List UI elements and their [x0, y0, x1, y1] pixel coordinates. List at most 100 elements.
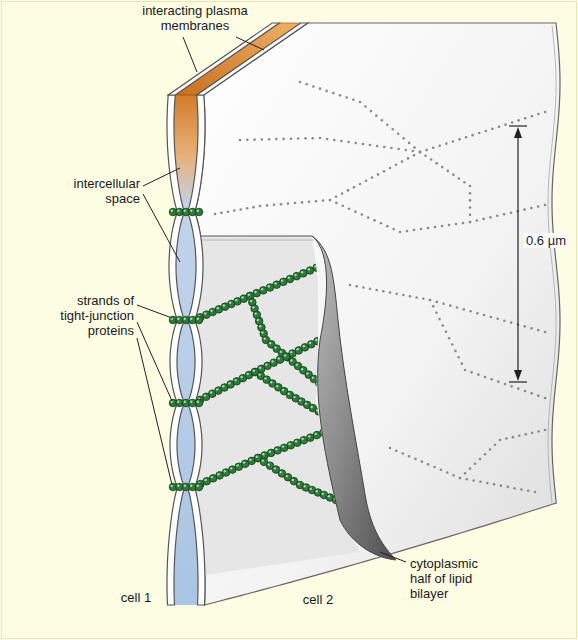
- impression-dot: [332, 92, 335, 95]
- bead-highlight: [288, 443, 290, 445]
- impression-dot: [420, 228, 423, 231]
- impression-dot: [524, 433, 527, 436]
- dimension-tick: [509, 125, 527, 126]
- impression-dot: [493, 483, 496, 486]
- bead-highlight: [299, 399, 301, 401]
- impression-dot: [429, 299, 432, 302]
- bead-highlight: [296, 364, 298, 366]
- tight-junction-strand: [190, 426, 334, 491]
- bead-highlight: [314, 265, 316, 267]
- impression-dot: [312, 85, 315, 88]
- impression-dot: [510, 321, 513, 324]
- impression-dot: [305, 83, 308, 86]
- bead-highlight: [211, 476, 213, 478]
- bead-highlight: [310, 406, 312, 408]
- bead-highlight: [282, 445, 284, 447]
- impression-dot: [544, 397, 547, 400]
- bead-highlight: [190, 485, 192, 487]
- impression-dot: [395, 449, 398, 452]
- bead-highlight: [230, 467, 232, 469]
- bead-highlight: [254, 291, 256, 293]
- impression-dot: [463, 181, 466, 184]
- impression-dot: [476, 312, 479, 315]
- impression-dot: [266, 204, 269, 207]
- impression-dot: [505, 437, 508, 440]
- impression-dot: [355, 285, 358, 288]
- part-label: cytoplasmic half of lipid bilayer: [410, 556, 492, 601]
- bead-highlight: [241, 296, 243, 298]
- sheet-edge-line: [548, 25, 556, 505]
- junction-cluster: [169, 316, 203, 324]
- protein-bead: [313, 264, 321, 272]
- impression-dot: [452, 474, 455, 477]
- impression-dot: [347, 141, 350, 144]
- impression-dot: [524, 390, 527, 393]
- bead-highlight: [301, 438, 303, 440]
- impression-dot: [246, 207, 249, 210]
- impression-dot: [386, 123, 389, 126]
- impression-dot: [496, 215, 499, 218]
- bead-highlight: [261, 288, 263, 290]
- leader-line: [143, 194, 180, 262]
- leader-line: [380, 552, 406, 562]
- impression-dot: [419, 151, 422, 154]
- impression-dot: [531, 115, 534, 118]
- impression-dot: [407, 157, 410, 160]
- impression-dot: [461, 362, 464, 365]
- impression-dot: [239, 208, 242, 211]
- bead-highlight: [177, 210, 179, 212]
- impression-dot: [333, 139, 336, 142]
- bead-highlight: [305, 402, 307, 404]
- bead-highlight: [197, 318, 199, 320]
- impression-dot: [490, 316, 493, 319]
- bead-highlight: [234, 379, 236, 381]
- bead-highlight: [184, 210, 186, 212]
- impression-dot: [252, 206, 255, 209]
- impression-dot: [413, 229, 416, 232]
- impression-dot: [483, 314, 486, 317]
- bead-highlight: [262, 459, 264, 461]
- impression-dot: [510, 211, 513, 214]
- impression-dot: [214, 213, 217, 216]
- impression-dot: [438, 318, 441, 321]
- impression-dot: [381, 119, 384, 122]
- bead-highlight: [280, 471, 282, 473]
- impression-dot: [419, 151, 422, 154]
- impression-dot: [421, 460, 424, 463]
- bead-highlight: [177, 485, 179, 487]
- bead-highlight: [328, 495, 330, 497]
- impression-dot: [489, 216, 492, 219]
- bead-highlight: [235, 299, 237, 301]
- impression-dot: [419, 151, 422, 154]
- bead-highlight: [240, 376, 242, 378]
- impression-dot: [348, 207, 351, 210]
- impression-dot: [469, 467, 472, 470]
- bead-highlight: [197, 485, 199, 487]
- impression-dot: [406, 230, 409, 233]
- impression-dot: [512, 436, 515, 439]
- impression-dot: [275, 138, 278, 141]
- cut-edge-inner: [201, 240, 314, 241]
- impression-dot: [520, 488, 523, 491]
- impression-dot: [459, 477, 462, 480]
- cell2-membrane-top: [197, 23, 308, 95]
- dimension-marker: [509, 126, 527, 382]
- cell-label: cell 1: [118, 590, 154, 605]
- bead-highlight: [224, 470, 226, 472]
- impression-dot: [458, 138, 461, 141]
- impression-dot: [471, 134, 474, 137]
- leader-line: [183, 37, 197, 72]
- bead-highlight: [316, 490, 318, 492]
- impression-dot: [349, 284, 352, 287]
- impression-dot: [422, 297, 425, 300]
- junction-cluster: [169, 483, 203, 491]
- bead-highlight: [265, 363, 267, 365]
- impression-dot: [517, 387, 520, 390]
- impression-dot: [322, 199, 325, 202]
- bead-highlight: [298, 483, 300, 485]
- impression-dot: [341, 205, 344, 208]
- bead-highlight: [274, 282, 276, 284]
- impression-dot: [404, 149, 407, 152]
